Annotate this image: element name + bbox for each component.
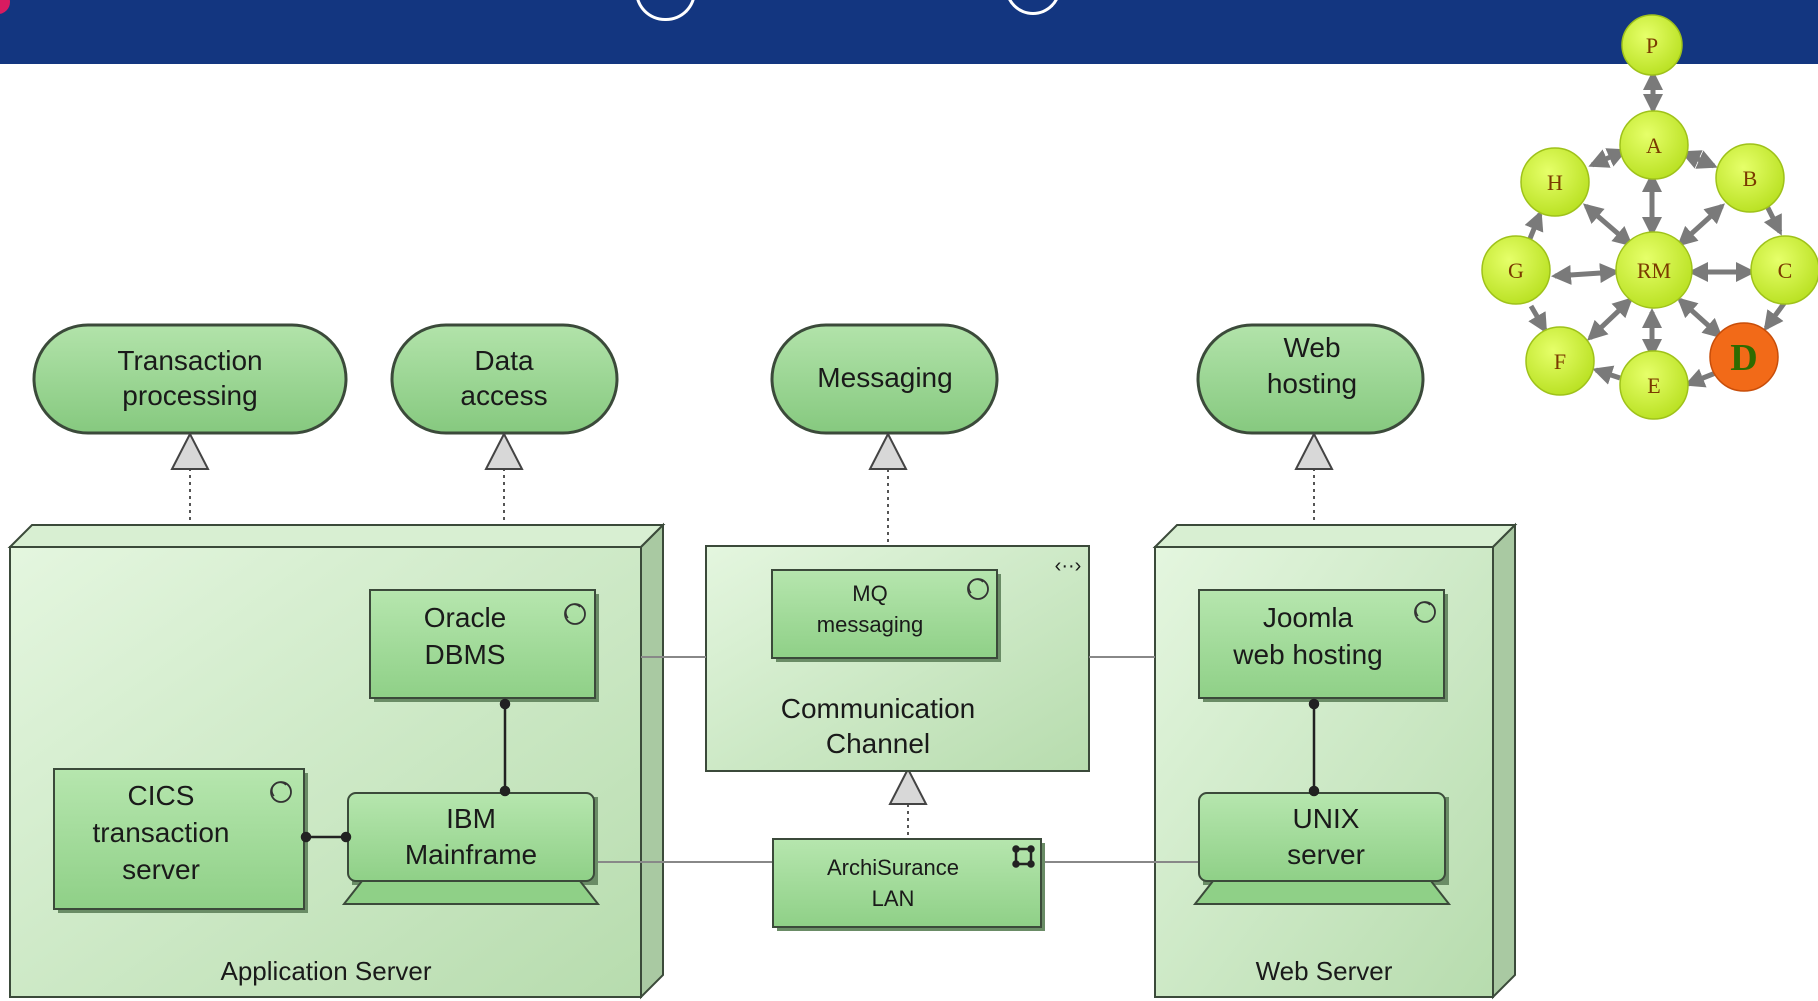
node-label: Application Server bbox=[221, 956, 432, 986]
component-label: messaging bbox=[817, 612, 923, 637]
component-label: server bbox=[1287, 839, 1365, 870]
realization-triangles bbox=[170, 431, 1334, 805]
svg-text:P: P bbox=[1646, 33, 1658, 58]
graph-node-g: G bbox=[1481, 235, 1551, 305]
component-label: server bbox=[122, 854, 200, 885]
service-label: processing bbox=[122, 380, 257, 411]
component-ibm-mainframe: IBM Mainframe bbox=[341, 792, 601, 905]
graph-ring-edges bbox=[1524, 204, 1788, 388]
service-label: hosting bbox=[1267, 368, 1357, 399]
cycle-graph: P A B C D E F G H RM bbox=[1481, 14, 1818, 420]
service-label: Data bbox=[474, 345, 534, 376]
graph-node-h: H bbox=[1520, 147, 1590, 217]
component-label: web hosting bbox=[1232, 639, 1382, 670]
system-software-icon bbox=[967, 578, 989, 600]
component-joomla-web-hosting: Joomla web hosting bbox=[1198, 589, 1448, 702]
node-label: Communication bbox=[781, 693, 976, 724]
system-software-icon bbox=[1414, 601, 1436, 623]
graph-node-p: P bbox=[1621, 14, 1683, 76]
component-label: LAN bbox=[872, 886, 915, 911]
service-messaging: Messaging bbox=[770, 323, 999, 435]
service-label: Web bbox=[1283, 332, 1340, 363]
component-mq-messaging: MQ messaging bbox=[771, 569, 1001, 662]
system-software-icon bbox=[270, 781, 292, 803]
graph-node-d-active: D bbox=[1709, 322, 1779, 392]
title-bar bbox=[0, 0, 1818, 64]
system-software-icon bbox=[564, 603, 586, 625]
svg-text:D: D bbox=[1730, 337, 1757, 379]
svg-text:H: H bbox=[1547, 170, 1563, 195]
svg-text:A: A bbox=[1646, 133, 1662, 158]
graph-node-c: C bbox=[1750, 235, 1818, 305]
assignment-connectors bbox=[300, 698, 1320, 843]
component-label: transaction bbox=[93, 817, 230, 848]
graph-edges bbox=[1551, 70, 1756, 359]
graph-node-e: E bbox=[1619, 350, 1689, 420]
component-label: IBM bbox=[446, 803, 496, 834]
graph-node-rm: RM bbox=[1615, 231, 1693, 309]
svg-text:G: G bbox=[1508, 258, 1524, 283]
svg-text:E: E bbox=[1647, 373, 1660, 398]
accent-dot bbox=[0, 0, 10, 14]
component-label: UNIX bbox=[1293, 803, 1360, 834]
service-data-access: Data access bbox=[390, 323, 619, 435]
graph-node-b: B bbox=[1715, 143, 1785, 213]
connection-lines bbox=[596, 656, 1200, 863]
service-label: Transaction bbox=[117, 345, 262, 376]
node-label: Web Server bbox=[1256, 956, 1393, 986]
network-icon bbox=[1012, 845, 1035, 868]
component-cics-transaction-server: CICS transaction server bbox=[53, 768, 308, 913]
component-label: CICS bbox=[128, 780, 195, 811]
svg-text:C: C bbox=[1778, 258, 1793, 283]
service-label: Messaging bbox=[817, 362, 952, 393]
svg-text:B: B bbox=[1743, 166, 1758, 191]
service-web-hosting: Web hosting bbox=[1196, 323, 1425, 435]
svg-text:RM: RM bbox=[1637, 258, 1671, 283]
service-transaction-processing: Transaction processing bbox=[32, 323, 348, 435]
path-icon: ‹··› bbox=[1055, 555, 1082, 577]
service-label: access bbox=[460, 380, 547, 411]
svg-text:F: F bbox=[1554, 349, 1566, 374]
component-label: Mainframe bbox=[405, 839, 537, 870]
component-label: MQ bbox=[852, 581, 887, 606]
component-label: Joomla bbox=[1263, 602, 1354, 633]
graph-node-a: A bbox=[1619, 110, 1689, 180]
component-label: DBMS bbox=[425, 639, 506, 670]
node-label: Channel bbox=[826, 728, 930, 759]
component-unix-server: UNIX server bbox=[1192, 792, 1452, 905]
component-label: ArchiSurance bbox=[827, 855, 959, 880]
component-oracle-dbms: Oracle DBMS bbox=[369, 589, 599, 702]
graph-node-f: F bbox=[1525, 326, 1595, 396]
component-archisurance-lan: ArchiSurance LAN bbox=[772, 838, 1045, 931]
component-label: Oracle bbox=[424, 602, 506, 633]
